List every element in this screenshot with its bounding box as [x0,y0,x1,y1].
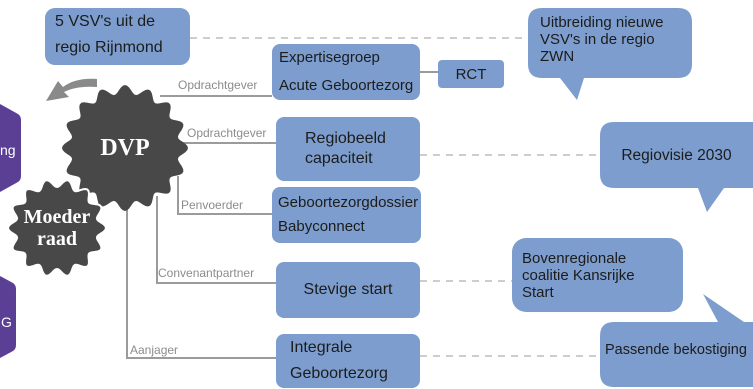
callout-line: Passende bekostiging [605,342,747,358]
relation-label: Aanjager [130,343,179,357]
moederraad-badge-shape [6,179,108,277]
box-rct: RCT [438,60,504,88]
callout-line: VSV's in de regio [540,31,655,48]
moederraad-label-line: raad [37,228,77,250]
box-line: Geboortezorg [290,365,388,382]
box-line: Geboortezorgdossier [278,194,419,211]
box-line: Babyconnect [278,218,365,235]
callout-bubble-regiovisie [600,122,753,212]
callout-line: Start [522,284,554,301]
callout-line: Regiovisie 2030 [621,146,732,164]
box-line: Regiobeeld [305,130,386,147]
callout-regiovisie-text: Regiovisie 2030 [600,122,753,188]
callout-bubble-coalitie [512,238,683,312]
callout-line: coalitie Kansrijke [522,267,635,284]
callout-line: Uitbreiding nieuwe [540,14,664,31]
moederraad-label-line: Moeder [23,206,91,228]
partial-node-bottom-shape [0,276,16,358]
source-box-line: 5 VSV's uit de [55,13,155,30]
relation-label: Convenantpartner [158,266,255,280]
source-box-vsv-rijnmond: 5 VSV's uit de regio Rijnmond [45,8,190,65]
dvp-label: DVP [63,86,187,210]
box-regiobeeld: Regiobeeld capaciteit [276,117,420,181]
dvp-badge-shape [62,85,188,211]
relation-label: Penvoerder [181,198,244,212]
callout-bubble-uitbreiding [528,8,692,100]
connector-penvoerder-geboortezorgdossier [177,176,272,215]
box-expertisegroep: Expertisegroep Acute Geboortezorg [272,44,420,100]
curved-arrow-icon [46,78,97,101]
callout-uitbreiding-text: Uitbreiding nieuwe VSV's in de regio ZWN [540,14,663,65]
partial-node-bottom-label: G [1,314,12,330]
box-line: Expertisegroep [279,49,380,66]
relation-label: Opdrachtgever [178,78,258,92]
connector-convenantpartner-stevige-start [156,196,276,284]
box-geboortezorgdossier: Geboortezorgdossier Babyconnect [272,187,421,243]
connector-aanjager-integrale-geboortezorg [126,205,276,359]
box-line: Acute Geboortezorg [279,77,414,94]
callout-coalitie-text: Bovenregionale coalitie Kansrijke Start [522,250,635,301]
relation-label: Opdrachtgever [187,126,267,140]
partial-node-top-label: ng [0,142,16,158]
source-box-line: regio Rijnmond [55,39,163,56]
box-stevige-start: Stevige start [276,262,420,318]
box-line: capaciteit [305,150,373,167]
callout-line: ZWN [540,48,575,65]
callout-bekostiging-text: Passende bekostiging [605,340,747,360]
box-integrale-geboortezorg: Integrale Geboortezorg [276,334,420,388]
callout-bubble-bekostiging [600,294,753,387]
box-line: Integrale [290,339,353,356]
callout-line: Bovenregionale [522,250,627,267]
partial-node-top-shape [0,104,21,192]
moederraad-label: Moeder raad [9,180,105,276]
box-line: Stevige start [303,281,393,298]
dvp-label-text: DVP [100,134,150,161]
box-rct-label: RCT [455,65,487,83]
